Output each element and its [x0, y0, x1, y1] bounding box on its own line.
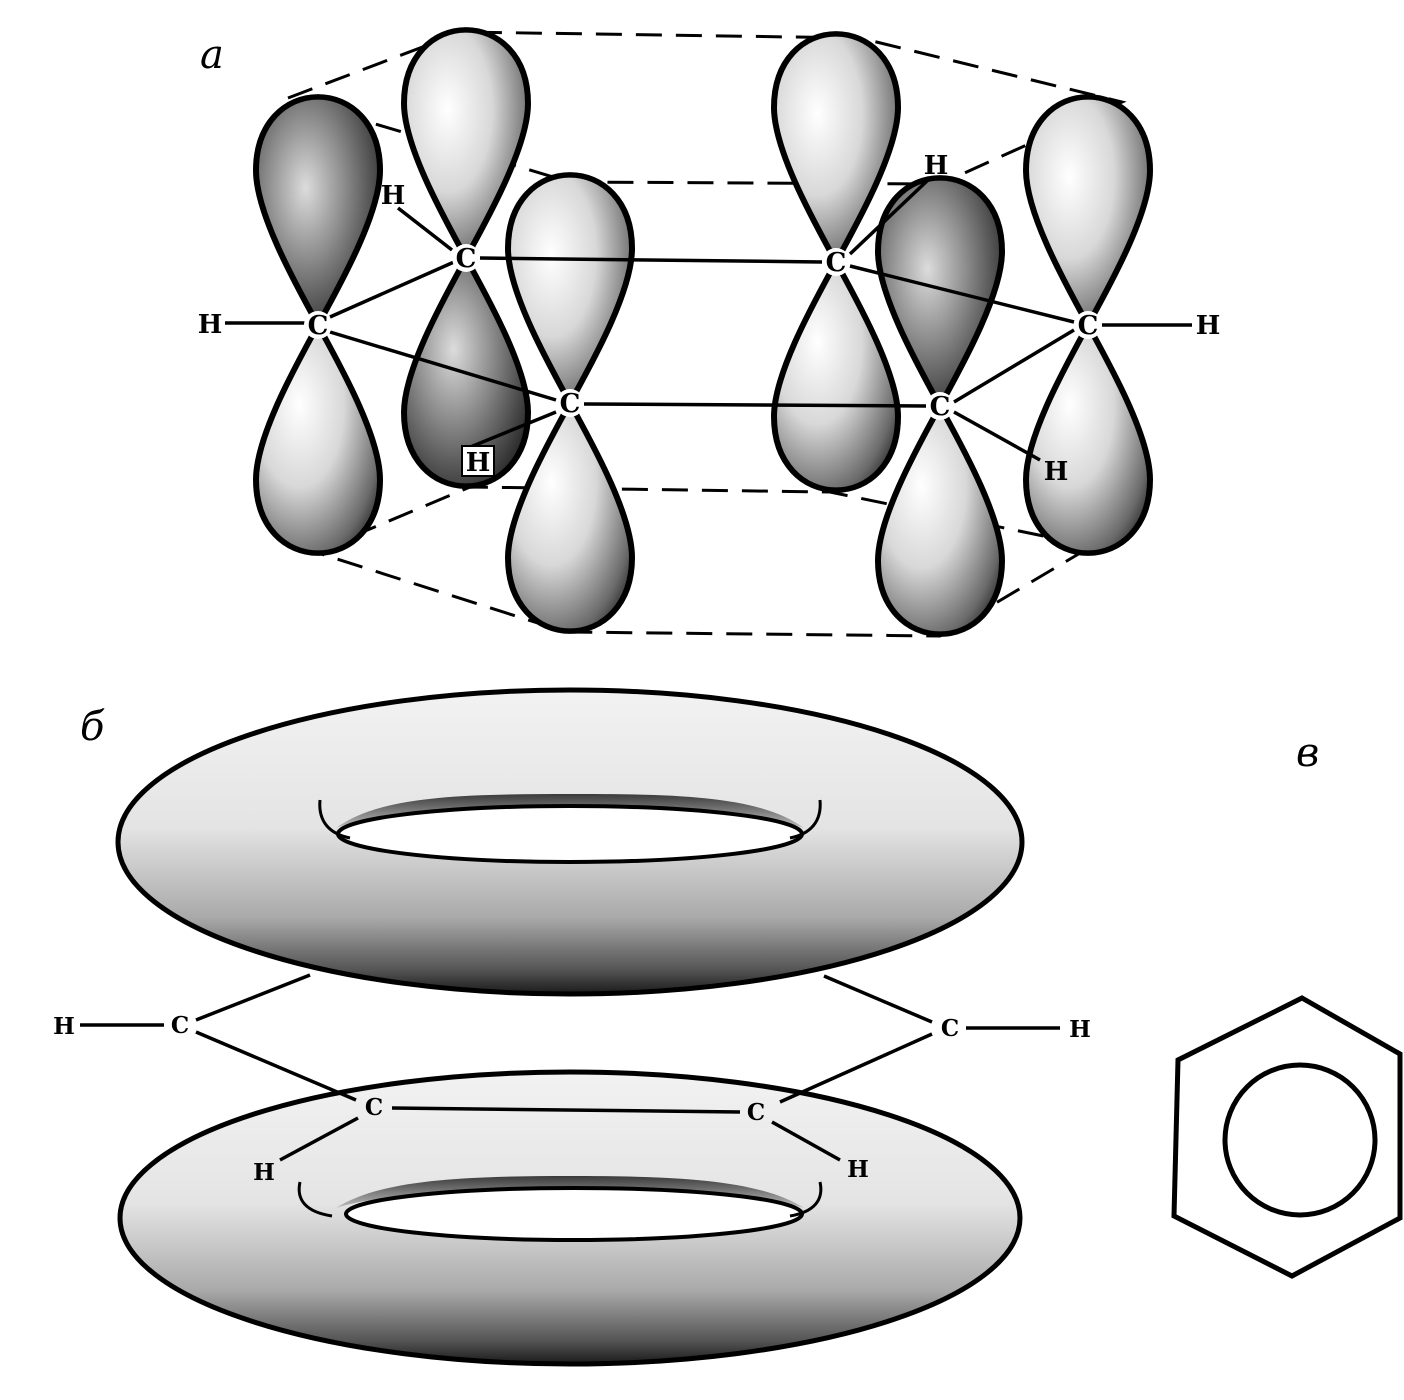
atom-b-c1: C [171, 1012, 189, 1039]
atom-h4: H [1044, 457, 1069, 487]
atom-b-h4: H [1069, 1016, 1091, 1043]
atom-b-c3: C [747, 1099, 765, 1126]
panel-label-c: в [1296, 730, 1319, 776]
atom-label: C [365, 1094, 383, 1121]
atom-label: H [1196, 311, 1221, 341]
atom-b-h3: H [847, 1156, 869, 1183]
atom-label: H [198, 310, 223, 340]
atom-c4: C [926, 392, 954, 422]
panel-label-b: б [80, 704, 105, 750]
atom-label: C [171, 1012, 189, 1039]
atom-b-h1: H [53, 1013, 75, 1040]
atom-label: H [466, 448, 491, 478]
panel-label-a: a [200, 32, 224, 78]
atom-c3: C [556, 389, 584, 419]
atom-b-c2: C [365, 1094, 383, 1121]
atom-label: C [941, 1015, 959, 1042]
atom-h6: H [1196, 311, 1221, 341]
atom-h3: H [461, 445, 495, 478]
aromatic-ring-circle [1222, 1062, 1378, 1218]
atom-label: H [924, 151, 949, 181]
atom-b-h2: H [253, 1159, 275, 1186]
sigma-bonds-b [80, 973, 1060, 1162]
pi-cloud-upper-torus [115, 687, 1025, 997]
panel-b: б C [53, 687, 1091, 1367]
atom-label: C [747, 1099, 765, 1126]
atom-c6: C [1074, 311, 1102, 341]
atom-label: C [560, 389, 581, 419]
sigma-bonds-a [225, 178, 1192, 462]
atom-h5: H [924, 151, 949, 181]
atom-label: H [381, 181, 406, 211]
atom-label: H [1044, 457, 1069, 487]
atom-c5: C [822, 248, 850, 278]
atom-h2: H [381, 181, 406, 211]
atom-label: H [253, 1159, 275, 1186]
pi-cloud-lower-torus [117, 1069, 1023, 1367]
panel-c: в [1171, 730, 1403, 1279]
panel-a: a [198, 30, 1221, 638]
atom-c2: C [452, 244, 480, 274]
atom-label: C [826, 248, 847, 278]
atom-label: C [308, 311, 329, 341]
atom-label: H [1069, 1016, 1091, 1043]
atom-h1: H [198, 310, 223, 340]
atom-label: H [847, 1156, 869, 1183]
atom-label: H [53, 1013, 75, 1040]
benzene-hexagon-symbol [1171, 995, 1403, 1279]
atom-label: C [930, 392, 951, 422]
atom-c1: C [304, 311, 332, 341]
atom-b-c4: C [941, 1015, 959, 1042]
atom-label: C [1078, 311, 1099, 341]
atom-label: C [456, 244, 477, 274]
